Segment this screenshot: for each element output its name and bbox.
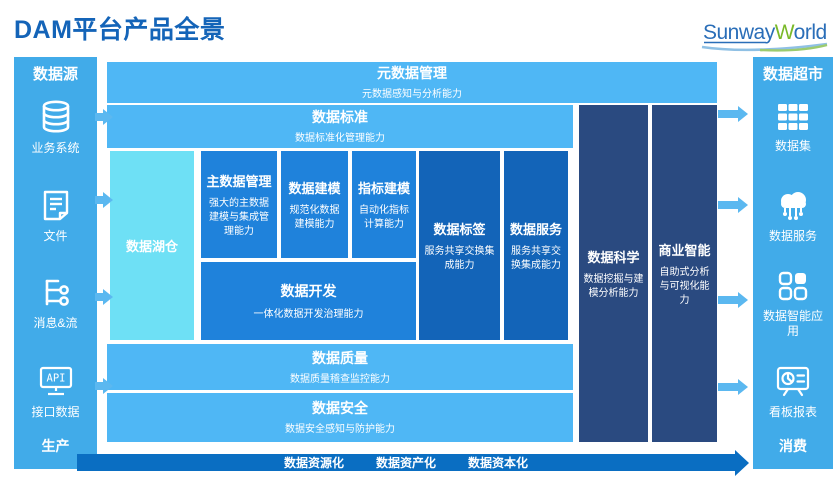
left-flow-arrow-icon xyxy=(95,382,103,390)
block-subtitle: 元数据感知与分析能力 xyxy=(362,89,462,100)
left-flow-arrow-icon xyxy=(95,293,103,301)
market-item-dashboard-reports: 看板报表 xyxy=(753,348,833,436)
block-data-quality: 数据质量 数据质量稽查监控能力 xyxy=(107,344,573,390)
page-title: DAM平台产品全景 xyxy=(14,16,226,44)
source-item-files: 文件 xyxy=(14,172,97,260)
value-stage-label: 数据资源化 xyxy=(283,456,344,470)
block-subtitle: 服务共享交换集成能力 xyxy=(511,245,561,271)
logo-text-w: W xyxy=(775,21,795,44)
block-title: 数据安全 xyxy=(312,400,368,416)
dashboard-icon xyxy=(776,366,810,397)
block-subtitle: 强大的主数据建模与集成管理能力 xyxy=(209,197,269,237)
block-title: 指标建模 xyxy=(357,180,410,196)
source-item-business-systems: 业务系统 xyxy=(14,84,97,172)
logo-wave-blue xyxy=(701,42,828,52)
data-value-arrow: 数据资源化 数据资产化 数据资本化 xyxy=(77,454,735,471)
block-title: 数据科学 xyxy=(587,249,640,265)
source-item-label: 消息&流 xyxy=(33,316,78,330)
right-flow-arrow-icon xyxy=(718,110,738,118)
cloud-nodes-icon xyxy=(781,191,806,220)
source-item-api-data: API 接口数据 xyxy=(14,348,97,436)
market-item-label: 数据智能应用 xyxy=(762,308,823,338)
block-title: 主数据管理 xyxy=(206,173,272,189)
market-item-dataset: 数据集 xyxy=(753,84,833,172)
svg-text:SunwayWorld: SunwayWorld xyxy=(703,21,827,44)
left-flow-arrow-icon xyxy=(95,113,103,121)
block-data-services: 数据服务 服务共享交换集成能力 xyxy=(504,151,568,340)
right-flow-arrow-icon xyxy=(718,383,738,391)
block-title: 数据服务 xyxy=(509,221,562,237)
right-flow-arrow-icon xyxy=(718,201,738,209)
block-master-data-management: 主数据管理 强大的主数据建模与集成管理能力 xyxy=(201,151,277,258)
block-subtitle: 数据质量稽查监控能力 xyxy=(290,373,390,385)
logo-wave-green xyxy=(759,43,828,52)
source-item-label: 文件 xyxy=(43,228,68,243)
value-stage-label: 数据资产化 xyxy=(375,456,436,470)
block-title: 数据湖仓 xyxy=(125,239,178,254)
app-grid-icon xyxy=(778,271,808,300)
block-title: 商业智能 xyxy=(658,242,711,258)
block-title: 数据建模 xyxy=(288,180,341,196)
block-subtitle: 一体化数据开发治理能力 xyxy=(253,308,364,320)
block-subtitle: 数据挖掘与建模分析能力 xyxy=(583,273,644,299)
block-data-standards: 数据标准 数据标准化管理能力 xyxy=(107,105,573,148)
block-subtitle: 自动化指标计算能力 xyxy=(359,204,409,230)
stream-icon xyxy=(45,279,69,306)
block-data-science: 数据科学 数据挖掘与建模分析能力 xyxy=(579,105,648,442)
block-data-security: 数据安全 数据安全感知与防护能力 xyxy=(107,393,573,442)
block-title: 数据标签 xyxy=(433,221,486,237)
block-subtitle: 规范化数据建模能力 xyxy=(289,204,340,230)
block-data-development: 数据开发 一体化数据开发治理能力 xyxy=(201,262,416,340)
sidebar-right-header: 数据超市 xyxy=(762,66,823,83)
block-metadata-management: 元数据管理 元数据感知与分析能力 xyxy=(107,62,717,103)
left-flow-arrow-icon xyxy=(95,196,103,204)
block-business-intelligence: 商业智能 自助式分析与可视化能力 xyxy=(652,105,717,442)
source-item-label: 接口数据 xyxy=(31,404,80,419)
block-subtitle: 数据标准化管理能力 xyxy=(295,133,385,144)
block-title: 数据质量 xyxy=(312,349,368,366)
block-data-modeling: 数据建模 规范化数据建模能力 xyxy=(281,151,348,258)
table-grid-icon xyxy=(778,103,808,130)
market-item-label: 数据集 xyxy=(774,138,811,153)
block-title: 数据标准 xyxy=(312,109,368,125)
sidebar-data-supermarket: 数据超市 数据集 xyxy=(753,57,833,469)
block-title: 元数据管理 xyxy=(377,65,447,81)
document-icon xyxy=(43,190,68,220)
producer-label: 生产 xyxy=(41,438,70,454)
block-title: 数据开发 xyxy=(280,282,337,299)
market-item-data-services: 数据服务 xyxy=(753,172,833,260)
logo-text-orld: orld xyxy=(794,21,827,44)
block-subtitle: 服务共享交换集成能力 xyxy=(424,245,495,271)
block-subtitle: 数据安全感知与防护能力 xyxy=(285,424,395,435)
market-item-data-intelligence-apps: 数据智能应用 xyxy=(753,260,833,348)
sidebar-left-header: 数据源 xyxy=(32,66,78,83)
consumer-label: 消费 xyxy=(779,438,807,454)
source-item-label: 业务系统 xyxy=(31,141,80,155)
market-item-label: 数据服务 xyxy=(768,228,817,243)
right-flow-arrow-icon xyxy=(718,296,738,304)
market-item-label: 看板报表 xyxy=(768,405,817,419)
database-icon xyxy=(42,100,69,133)
block-indicator-modeling: 指标建模 自动化指标计算能力 xyxy=(352,151,416,258)
block-subtitle: 自助式分析与可视化能力 xyxy=(659,266,710,306)
api-monitor-icon: API xyxy=(39,366,72,395)
logo-text-sunway: Sunway xyxy=(703,21,776,44)
sidebar-data-sources: 数据源 业务系统 xyxy=(14,57,97,469)
value-stage-label: 数据资本化 xyxy=(468,456,529,470)
block-data-lakehouse: 数据湖仓 xyxy=(110,151,194,340)
sunwayworld-logo: SunwayWorld xyxy=(701,21,828,52)
source-item-messages-streams: 消息&流 xyxy=(14,260,97,348)
block-data-tags: 数据标签 服务共享交换集成能力 xyxy=(419,151,500,340)
svg-text:API: API xyxy=(46,372,65,384)
